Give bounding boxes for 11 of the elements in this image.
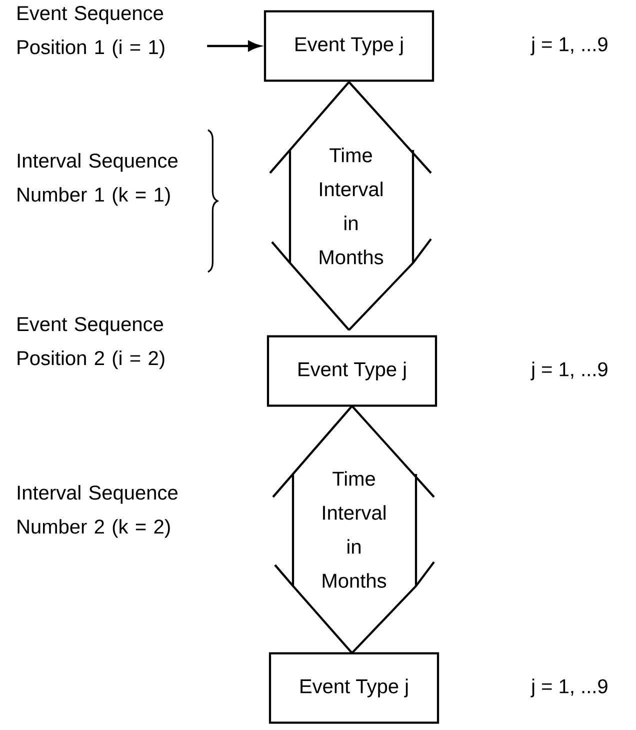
event-box: Event Type j [268,652,440,724]
interval-label: Interval Sequence Number 1 (k = 1) [18,153,178,206]
range-label: j = 1, ...9 [530,36,608,56]
event-box: Event Type j [266,335,438,407]
interval-label: Interval Sequence Number 2 (k = 2) [18,485,178,538]
range-label: j = 1, ...9 [530,678,608,698]
position-label: Event Sequence Position 2 (i = 2) [18,317,164,370]
event-box: Event Type j [264,10,434,82]
arrow [207,40,261,52]
range-label: j = 1, ...9 [530,362,608,380]
position-label: Event Sequence Position 1 (i = 1) [18,6,164,58]
